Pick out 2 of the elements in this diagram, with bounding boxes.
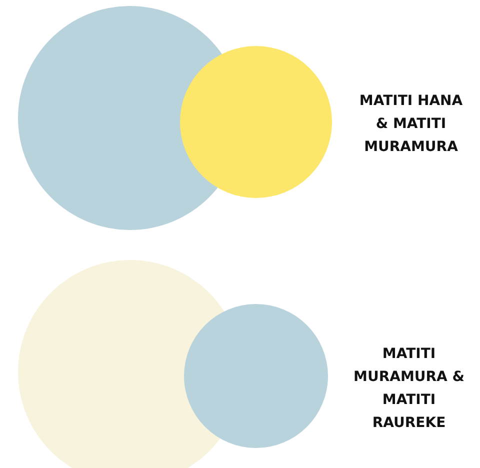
venn-caption: MATITI HANA & MATITI MURAMURA bbox=[358, 92, 464, 157]
venn-caption: MATITI MURAMURA & MATITI RAUREKE bbox=[352, 345, 466, 433]
